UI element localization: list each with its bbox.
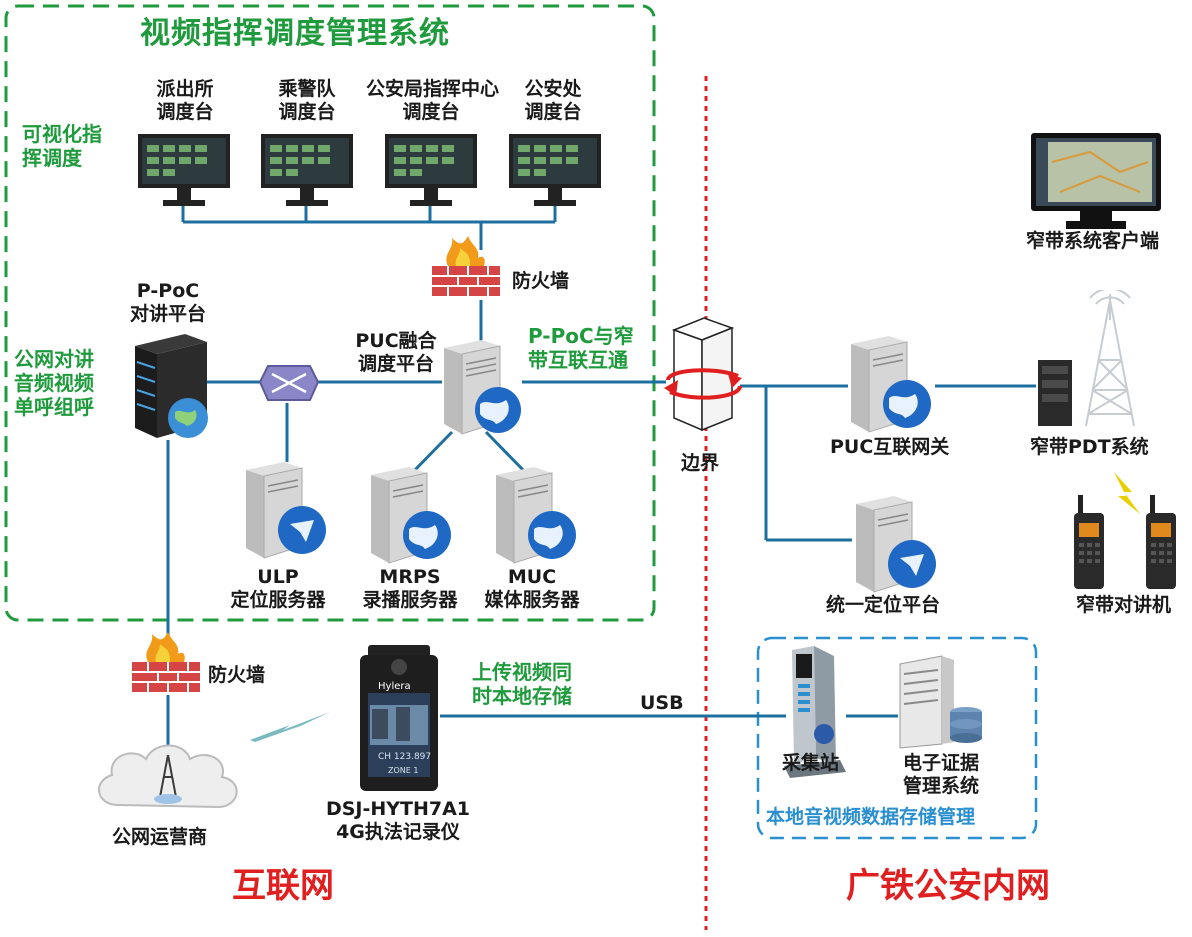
internet-zone-label: 互联网 [232, 866, 334, 906]
narrowband-client-monitor-icon [1031, 133, 1161, 229]
radio-icon [1146, 495, 1176, 589]
system-title: 视频指挥调度管理系统 [140, 16, 450, 51]
monitor-icon [261, 134, 353, 206]
monitor-icon [509, 134, 601, 206]
firewall-icon [432, 236, 500, 296]
pdt-link-icon [1114, 472, 1140, 514]
monitor-icon [385, 134, 477, 206]
collector-kiosk-icon [784, 646, 846, 778]
evidence-server-icon [899, 655, 982, 749]
pdt-tower-icon [1038, 290, 1135, 427]
camera-brand-text: Hylera [378, 681, 411, 692]
radio-icon [1074, 495, 1104, 589]
ulp-server-icon [246, 462, 326, 559]
interconnect-label: P-PoC与窄带互联互通 [528, 324, 634, 372]
console-label-train-police: 乘警队调度台 [278, 78, 336, 123]
boundary-gateway-icon [664, 317, 742, 432]
puc-gateway-server-icon [851, 336, 931, 433]
body-camera-icon [360, 645, 438, 791]
pdt-label: 窄带PDT系统 [1030, 436, 1149, 458]
operator-label: 公网运营商 [112, 826, 208, 848]
camera-zone-text: ZONE 1 [388, 766, 419, 775]
router-icon [258, 365, 320, 401]
ppoc-server-icon [135, 334, 208, 438]
console-label-public-security: 公安处调度台 [524, 78, 582, 123]
monitor-icon [138, 134, 230, 206]
cloud-icon [98, 744, 238, 809]
intranet-zone-label: 广铁公安内网 [846, 866, 1050, 906]
unified-positioning-label: 统一定位平台 [826, 594, 941, 616]
camera-channel-text: CH 123.897 [378, 752, 432, 762]
visual-dispatch-label: 可视化指挥调度 [22, 122, 102, 170]
muc-server-icon [496, 467, 576, 564]
radio-label: 窄带对讲机 [1076, 594, 1172, 616]
usb-label: USB [640, 692, 684, 714]
boundary-label: 边界 [681, 452, 720, 474]
dispatch-system-frame [4, 4, 656, 622]
firewall-icon [132, 632, 200, 692]
upload-label: 上传视频同时本地存储 [472, 660, 572, 708]
local-storage-label: 本地音视频数据存储管理 [766, 806, 976, 828]
unified-positioning-server-icon [856, 496, 936, 593]
puc-gateway-label: PUC互联网关 [830, 436, 950, 458]
puc-label: PUC融合调度平台 [355, 330, 437, 375]
puc-server-icon [444, 340, 521, 435]
console-label-police-station: 派出所调度台 [156, 78, 214, 123]
wireless-signal [250, 712, 330, 742]
firewall-label: 防火墙 [512, 270, 570, 292]
evidence-label: 电子证据管理系统 [902, 752, 979, 797]
public-network-label: 公网对讲音频视频单呼组呼 [14, 347, 94, 419]
local-storage-frame [756, 636, 1038, 840]
narrowband-client-label: 窄带系统客户端 [1026, 230, 1160, 252]
console-label-command-center: 公安局指挥中心调度台 [366, 78, 500, 123]
mrps-server-icon [371, 467, 451, 564]
collector-label: 采集站 [782, 752, 840, 774]
firewall2-label: 防火墙 [208, 664, 266, 686]
